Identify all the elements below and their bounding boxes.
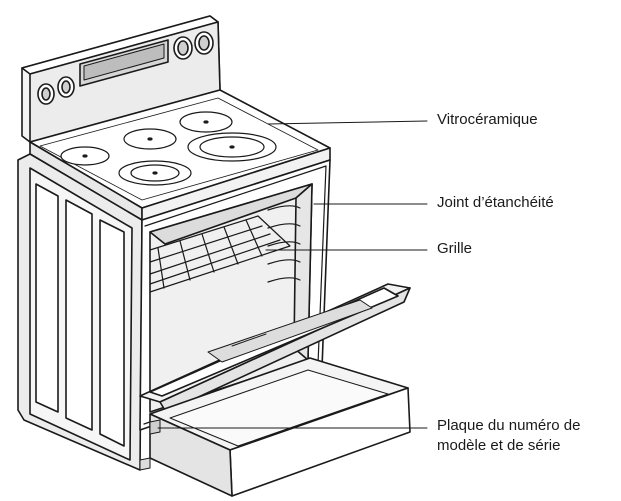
burner-element-icon (188, 133, 276, 161)
control-knob-icon (174, 37, 192, 59)
burner-element-icon (61, 147, 109, 165)
label-cooktop: Vitrocéramique (437, 110, 538, 130)
callout-line-cooktop (268, 121, 427, 124)
label-rack: Grille (437, 239, 472, 259)
burner-element-icon (119, 161, 191, 185)
label-door-seal: Joint d’étanchéité (437, 193, 554, 213)
burner-element-icon (124, 129, 176, 149)
label-serial-plate-line1: Plaque du numéro de (437, 416, 580, 436)
burner-element-icon (180, 112, 232, 132)
control-knob-icon (195, 32, 213, 54)
label-serial-plate: Plaque du numéro de modèle et de série (437, 416, 580, 456)
serial-plate (150, 420, 160, 434)
label-serial-plate-line2: modèle et de série (437, 436, 580, 456)
control-knob-icon (38, 84, 54, 104)
leveling-foot (140, 458, 150, 470)
control-knob-icon (58, 77, 74, 97)
